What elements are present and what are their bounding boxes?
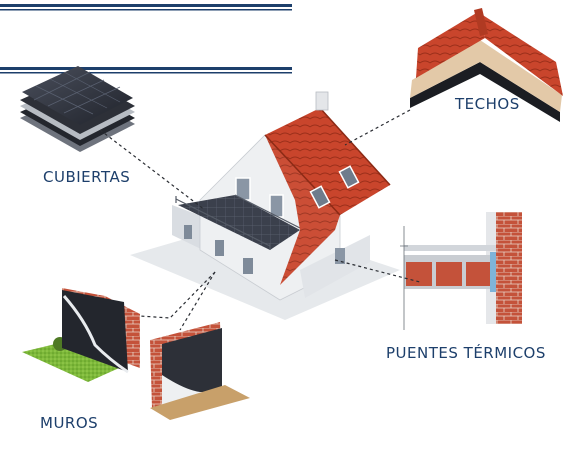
- muros-wall-1-insulation: [62, 290, 128, 372]
- top-rule-2: [0, 9, 292, 11]
- label-techos: TECHOS: [455, 95, 520, 113]
- puentes-wall-brick: [496, 212, 522, 324]
- house-illustration: [172, 91, 391, 301]
- top-rule-1: [0, 4, 292, 7]
- connector-cubiertas: [99, 129, 206, 211]
- house-terrace: [178, 195, 300, 250]
- house-roof-front: [265, 135, 340, 285]
- puentes-slab-block: [436, 262, 462, 286]
- puentes-insulation: [490, 252, 496, 292]
- connector-puentes: [334, 259, 421, 283]
- house-door: [335, 248, 345, 264]
- label-puentes-termicos: PUENTES TÉRMICOS: [386, 344, 546, 362]
- house-window: [269, 194, 284, 218]
- label-muros: MUROS: [40, 414, 99, 432]
- house-chimney: [315, 91, 329, 111]
- puentes-termicos-illustration: [400, 212, 522, 330]
- muros-wood-floor: [150, 385, 250, 420]
- techos-roof-illustration: [410, 8, 563, 122]
- top-rule-3: [0, 67, 292, 70]
- techos-tiles-right: [478, 12, 563, 96]
- house-roof-window: [309, 185, 331, 209]
- puentes-slab-block: [406, 262, 432, 286]
- cubiertas-panel-grid: [33, 71, 121, 115]
- top-rule-4: [0, 72, 292, 74]
- connector-lines: [99, 109, 421, 331]
- house-terrace-railing: [175, 194, 301, 250]
- header-rules: [0, 4, 292, 74]
- label-cubiertas: CUBIERTAS: [43, 168, 131, 186]
- house-window: [215, 240, 224, 256]
- muros-wall-1-curve: [62, 295, 129, 374]
- puentes-slab-block: [466, 262, 492, 286]
- connector-muros-1: [139, 271, 216, 319]
- house-window: [184, 225, 192, 239]
- muros-grass: [22, 340, 128, 382]
- cubiertas-layers-illustration: [20, 66, 135, 152]
- house-right-wall: [300, 235, 370, 298]
- muros-illustration: [22, 288, 250, 420]
- puentes-dimension-lines: [400, 226, 408, 330]
- house-window: [243, 258, 253, 274]
- techos-insulation-layer: [410, 40, 562, 112]
- techos-base-layer: [410, 62, 560, 122]
- connector-techos: [344, 109, 411, 146]
- techos-ridge: [474, 8, 488, 36]
- connector-muros-2: [179, 271, 216, 331]
- cubiertas-panel-top: [22, 66, 133, 125]
- house-roof-main: [265, 108, 390, 215]
- house-roof-window: [338, 165, 360, 189]
- puentes-slab-top: [404, 245, 496, 251]
- techos-tiles-left: [416, 12, 485, 78]
